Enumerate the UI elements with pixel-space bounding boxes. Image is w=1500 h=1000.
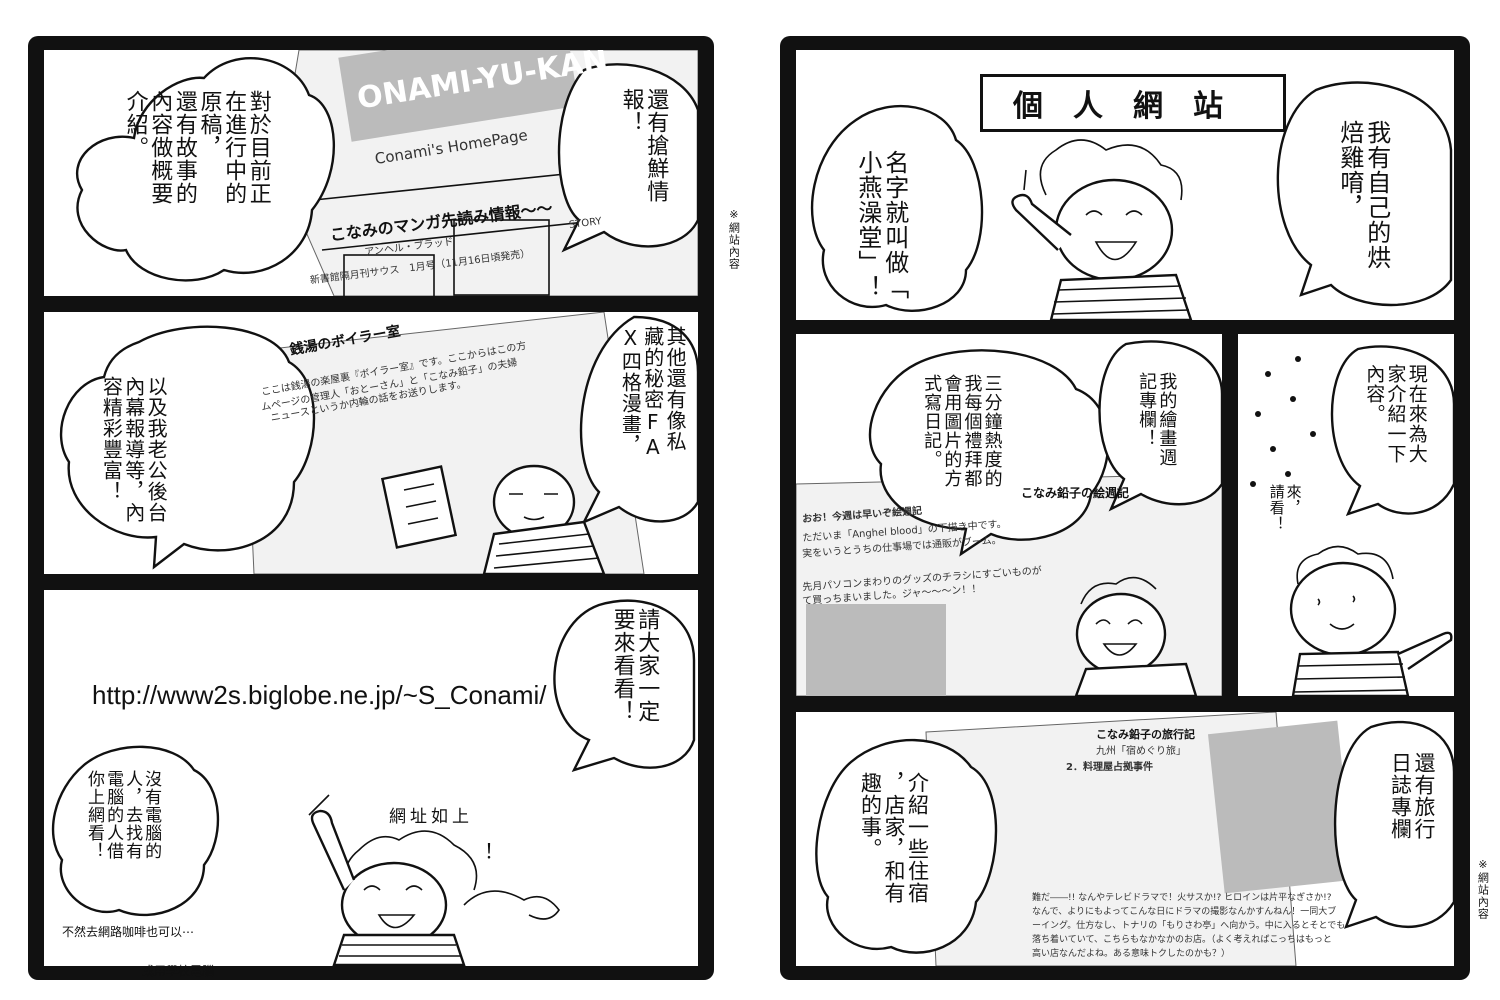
side-note-left: ※網站內容 [727, 208, 741, 270]
side-note-right: ※網站內容 [1476, 858, 1490, 920]
right-panel-3-art [1250, 345, 1454, 696]
left-panel-2: 銭湯のボイラー室 ここは銭湯の楽屋裏『ボイラー室』です。ここからはこの方 ムペー… [44, 312, 698, 574]
speech-bubble-top [1098, 340, 1222, 512]
scrap-line-7: 高い店なんだよね。ある意味トクしたのかも？） [1032, 949, 1231, 959]
scrap-line-6: 落ち着いていて、こちらもなかなかのお店。（よく考えればこっちはもっと [1032, 935, 1332, 945]
speech-bubble-left [815, 738, 998, 954]
speech-text-right: 還有旅行 日誌專欄 [1388, 752, 1437, 840]
right-panel-1: 個人網站 名字就叫做「 小燕澡堂」！ 我有自己的烘 焙雞唷， [796, 50, 1454, 320]
left-panel-3: http://www2s.biglobe.ne.jp/~S_Conami/ 請大… [44, 590, 698, 966]
speech-text-top: 我的繪畫週 記專欄！ [1136, 372, 1178, 467]
right-panel-3: 現在來為大 家介紹一下 內容。 來， 請看！ [1238, 334, 1454, 696]
speech-bubble-left [75, 57, 336, 282]
speech-bubble-right [1333, 720, 1454, 929]
scrap-line-5: ーイング。仕方なし、トナリの「もりさわ亭」へ向かう。中に入るとそとでも [1032, 921, 1346, 931]
footnote-internet-cafe: 不然去網路咖啡也可以⋯ [62, 925, 195, 939]
footnote-school-computer: 或用學校電腦⋯⋯ [142, 964, 239, 978]
scrap-heading: こなみ鉛子の絵週記 [1021, 486, 1130, 500]
sign-personal-website: 個人網站 [980, 74, 1286, 132]
speech-bubble-right [579, 315, 698, 525]
caption-url-above: 網址如上 [389, 807, 473, 827]
character-chibi [308, 794, 560, 966]
speech-bubble-left [59, 325, 316, 570]
character-chibi [1011, 139, 1193, 320]
left-panel-1: ONAMI-YU-KAN Conami's HomePage こなみのマンガ先読… [44, 50, 698, 296]
right-panel-2-art [796, 340, 1222, 696]
character-chibi [1074, 576, 1198, 696]
scrap-line-1: 九州「宿めぐり旅」 [1096, 746, 1186, 757]
speech-bubble-left [811, 105, 984, 312]
speech-text-left: 以及我老公後台 內幕報導等，內 容精彩豐富！ [99, 376, 169, 523]
scrap-line-3: 難だ――!! なんやテレビドラマで！火サスか!? ヒロインは片平なぎさか!? [1032, 893, 1332, 903]
website-url[interactable]: http://www2s.biglobe.ne.jp/~S_Conami/ [92, 680, 547, 710]
character-chibi [380, 464, 606, 574]
speech-text-left: 介紹一些住宿 ，店家，和有 趣的事。 [858, 772, 930, 904]
character-chibi [1289, 545, 1453, 696]
left-page: ONAMI-YU-KAN Conami's HomePage こなみのマンガ先読… [28, 36, 741, 980]
speech-text-left: 名字就叫做「 小燕澡堂」！ [853, 150, 909, 300]
speech-text-right: 還有搶鮮情 報！ [618, 88, 669, 203]
speech-text-left: 沒有電腦的 人，去找有 電腦的人借 你上網看！ [84, 770, 162, 860]
speech-bubble-right [553, 599, 696, 772]
right-panel-4-art [815, 712, 1454, 966]
left-panel-2-art [59, 312, 698, 574]
left-panel-3-art [51, 599, 696, 966]
dotted-background [1250, 356, 1316, 487]
speech-bubble-right [557, 63, 698, 253]
speech-text-right: 請大家一定 要來看看！ [609, 608, 660, 723]
speech-text: 三分鐘熱度的 我每個禮拜都 會用圖片的方 式寫日記。 [921, 374, 1003, 488]
right-panel-2: こなみ鉛子の絵週記 おお！今週は早いぞ絵週記 ただいま「Anghel blood… [796, 334, 1222, 696]
speech-text: 現在來為大 家介紹一下 內容。 [1363, 364, 1428, 464]
caption-please-look: 來， 請看！ [1267, 484, 1303, 532]
scrap-photo [806, 604, 946, 696]
right-panel-4: こなみ鉛子の旅行記 九州「宿めぐり旅」 2．料理屋占拠事件 難だ――!! なんや… [796, 712, 1454, 966]
speech-bubble [868, 349, 1110, 557]
left-panel-1-art [75, 50, 698, 296]
speech-bubble-left [51, 745, 220, 917]
right-panel-1-art [811, 81, 1453, 320]
speech-text-right: 其他還有像私 藏的秘密FA X四格漫畫， [618, 326, 688, 460]
caption-exclaim: ！ [484, 839, 504, 863]
speech-text-left: 對於目前正 在進行中的 原稿， 還有故事的 內容做概要 介紹。 [122, 90, 271, 205]
right-page: 個人網站 名字就叫做「 小燕澡堂」！ 我有自己的烘 焙雞唷， [750, 0, 1500, 1000]
scrap-heading: こなみ鉛子の旅行記 [1096, 728, 1195, 741]
scrap-line-4: なんで、よりにもよってこんな日にドラマの撮影なんかすんねん！一同大ブ [1032, 907, 1337, 917]
scrap-photo [1207, 720, 1355, 894]
speech-text-right: 我有自己的烘 焙雞唷， [1335, 120, 1391, 270]
speech-bubble [1330, 345, 1454, 516]
scrap-line-2: 2．料理屋占拠事件 [1066, 762, 1153, 773]
speech-bubble-right [1276, 81, 1453, 307]
